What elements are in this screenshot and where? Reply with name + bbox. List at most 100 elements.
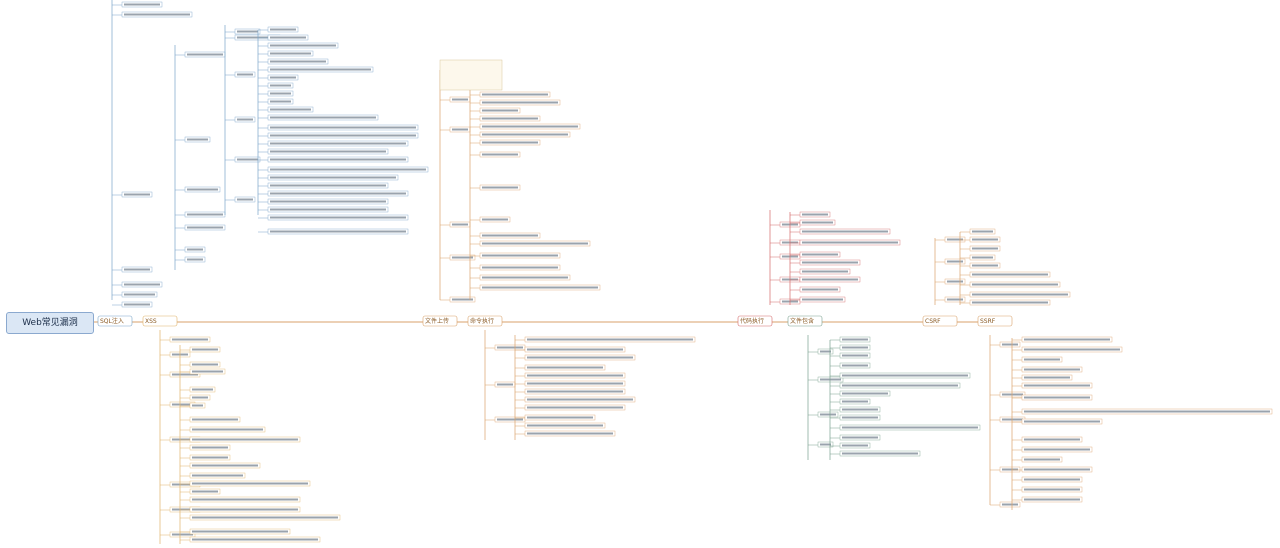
xss-leaves-leaf-text-14 bbox=[192, 490, 218, 493]
xss-leaves-leaf-text-8 bbox=[192, 438, 298, 441]
upload-leaves-leaf-text-3 bbox=[482, 117, 538, 120]
ssrf-leaves-leaf-text-3 bbox=[1024, 368, 1080, 371]
code-leaves-leaf-text-2 bbox=[802, 230, 888, 233]
upload-leaves-leaf-text-12 bbox=[482, 254, 558, 257]
xss-leaves-leaf-text-2 bbox=[192, 370, 223, 373]
include-tree-leaf-text-1 bbox=[820, 378, 841, 381]
sqli-leaves-leaf-text-18 bbox=[270, 176, 396, 179]
root-node-title[interactable]: Web常见漏洞 bbox=[6, 312, 94, 334]
sqli-leaves-leaf-text-20 bbox=[270, 192, 406, 195]
sqli-leaves-leaf-text-19 bbox=[270, 184, 386, 187]
ssrf-leaves-leaf-text-6 bbox=[1024, 396, 1090, 399]
branch-node-ssrf bbox=[977, 315, 1013, 327]
branch-node-cmd bbox=[467, 315, 503, 327]
include-tree-leaf-text-3 bbox=[820, 443, 831, 446]
cmd-tree-leaf-text-0 bbox=[497, 346, 523, 349]
sqli-leaves-leaf-text-12 bbox=[270, 126, 416, 129]
include-leaves-leaf-text-12 bbox=[842, 444, 868, 447]
xss-leaves-leaf-text-13 bbox=[192, 482, 308, 485]
xss-leaves-leaf-text-11 bbox=[192, 464, 258, 467]
sqli-leaves-leaf-text-23 bbox=[270, 216, 406, 219]
branch-node-include bbox=[787, 315, 823, 327]
branch-node-code bbox=[737, 315, 773, 327]
sqli-subtree-leaf-text-3 bbox=[187, 248, 203, 251]
include-leaves-leaf-text-6 bbox=[842, 392, 888, 395]
upload-leaves-leaf-text-0 bbox=[482, 93, 548, 96]
sqli-leaves-leaf-text-16 bbox=[270, 158, 406, 161]
xss-leaves-leaf-text-10 bbox=[192, 456, 228, 459]
ssrf-leaves-leaf-text-9 bbox=[1024, 438, 1080, 441]
sqli-tree-leaf-text-0 bbox=[124, 3, 160, 6]
xss-tree-leaf-text-3 bbox=[172, 403, 193, 406]
csrf-leaves-leaf-text-5 bbox=[972, 273, 1048, 276]
include-tree-leaf-text-0 bbox=[820, 350, 831, 353]
branch-label-upload: 文件上传 bbox=[425, 317, 449, 325]
upload-leaves-leaf-text-8 bbox=[482, 186, 518, 189]
sqli-subtree2-leaf-text-0 bbox=[237, 30, 258, 33]
xss-leaves-leaf-text-17 bbox=[192, 516, 338, 519]
branch-node-upload bbox=[422, 315, 458, 327]
cmd-leaves-leaf-text-5 bbox=[527, 382, 623, 385]
sqli-leaves-leaf-text-11 bbox=[270, 116, 376, 119]
sqli-leaves-leaf-text-14 bbox=[270, 142, 406, 145]
xss-leaves-leaf-text-15 bbox=[192, 498, 298, 501]
upload-leaves-leaf-text-1 bbox=[482, 101, 558, 104]
xss-leaves-leaf-text-5 bbox=[192, 404, 203, 407]
sqli-tree-leaf-text-5 bbox=[124, 293, 155, 296]
include-leaves-leaf-text-8 bbox=[842, 408, 878, 411]
upload-leaves-leaf-text-13 bbox=[482, 266, 558, 269]
xss-leaves-leaf-text-12 bbox=[192, 474, 243, 477]
csrf-leaves-leaf-text-0 bbox=[972, 230, 993, 233]
sqli-leaves-leaf-text-6 bbox=[270, 76, 296, 79]
xss-leaves-leaf-text-1 bbox=[192, 363, 218, 366]
upload-leaves-leaf-text-5 bbox=[482, 133, 568, 136]
ssrf-leaves-leaf-text-4 bbox=[1024, 376, 1070, 379]
code-leaves-leaf-text-5 bbox=[802, 261, 858, 264]
xss-tree-leaf-text-7 bbox=[172, 533, 193, 536]
upload-tree-leaf-text-1 bbox=[452, 128, 468, 131]
xss-leaves-leaf-text-4 bbox=[192, 396, 208, 399]
xss-tree-leaf-text-0 bbox=[172, 338, 208, 341]
xss-leaves-leaf-text-9 bbox=[192, 446, 228, 449]
sqli-tree-leaf-text-3 bbox=[124, 268, 150, 271]
sqli-tree-leaf-text-4 bbox=[124, 283, 160, 286]
csrf-tree-leaf-text-3 bbox=[947, 298, 963, 301]
upload-leaves-leaf-text-4 bbox=[482, 125, 578, 128]
include-leaves-leaf-text-2 bbox=[842, 354, 868, 357]
xss-leaves-leaf-text-7 bbox=[192, 428, 263, 431]
include-leaves-leaf-text-11 bbox=[842, 436, 878, 439]
code-leaves-leaf-text-9 bbox=[802, 298, 843, 301]
code-leaves-leaf-text-4 bbox=[802, 253, 838, 256]
sqli-leaves-leaf-text-1 bbox=[270, 36, 306, 39]
ssrf-leaves-leaf-text-7 bbox=[1024, 410, 1270, 413]
upload-leaves-leaf-text-11 bbox=[482, 242, 588, 245]
csrf-leaves-leaf-text-2 bbox=[972, 247, 998, 250]
upload-tree-leaf-text-3 bbox=[452, 256, 473, 259]
sqli-subtree2-leaf-text-4 bbox=[237, 158, 258, 161]
csrf-leaves-leaf-text-1 bbox=[972, 238, 998, 241]
csrf-tree-leaf-text-0 bbox=[947, 238, 963, 241]
cmd-leaves-leaf-text-6 bbox=[527, 390, 623, 393]
csrf-leaves-leaf-text-4 bbox=[972, 264, 998, 267]
branch-label-cmd: 命令执行 bbox=[470, 317, 494, 325]
cmd-tree-leaf-text-2 bbox=[497, 418, 523, 421]
upload-leaves-leaf-text-9 bbox=[482, 218, 508, 221]
cmd-leaves-leaf-text-1 bbox=[527, 348, 623, 351]
xss-leaves-leaf-text-19 bbox=[192, 538, 318, 541]
sqli-tree-leaf-text-1 bbox=[124, 13, 190, 16]
ssrf-tree-leaf-text-1 bbox=[1002, 393, 1023, 396]
xss-tree-leaf-text-4 bbox=[172, 438, 198, 441]
ssrf-leaves-leaf-text-5 bbox=[1024, 384, 1090, 387]
csrf-leaves-leaf-text-8 bbox=[972, 301, 1048, 304]
branch-node-xss bbox=[142, 315, 178, 327]
sqli-leaves-leaf-text-9 bbox=[270, 100, 291, 103]
ssrf-leaves-leaf-text-12 bbox=[1024, 468, 1090, 471]
sqli-leaves-leaf-text-3 bbox=[270, 52, 311, 55]
ssrf-leaves-leaf-text-2 bbox=[1024, 358, 1060, 361]
csrf-tree-leaf-text-2 bbox=[947, 280, 963, 283]
include-leaves-leaf-text-13 bbox=[842, 452, 918, 455]
include-leaves-leaf-text-9 bbox=[842, 416, 878, 419]
sqli-leaves-leaf-text-0 bbox=[270, 28, 296, 31]
sqli-subtree-leaf-text-4 bbox=[187, 258, 203, 261]
